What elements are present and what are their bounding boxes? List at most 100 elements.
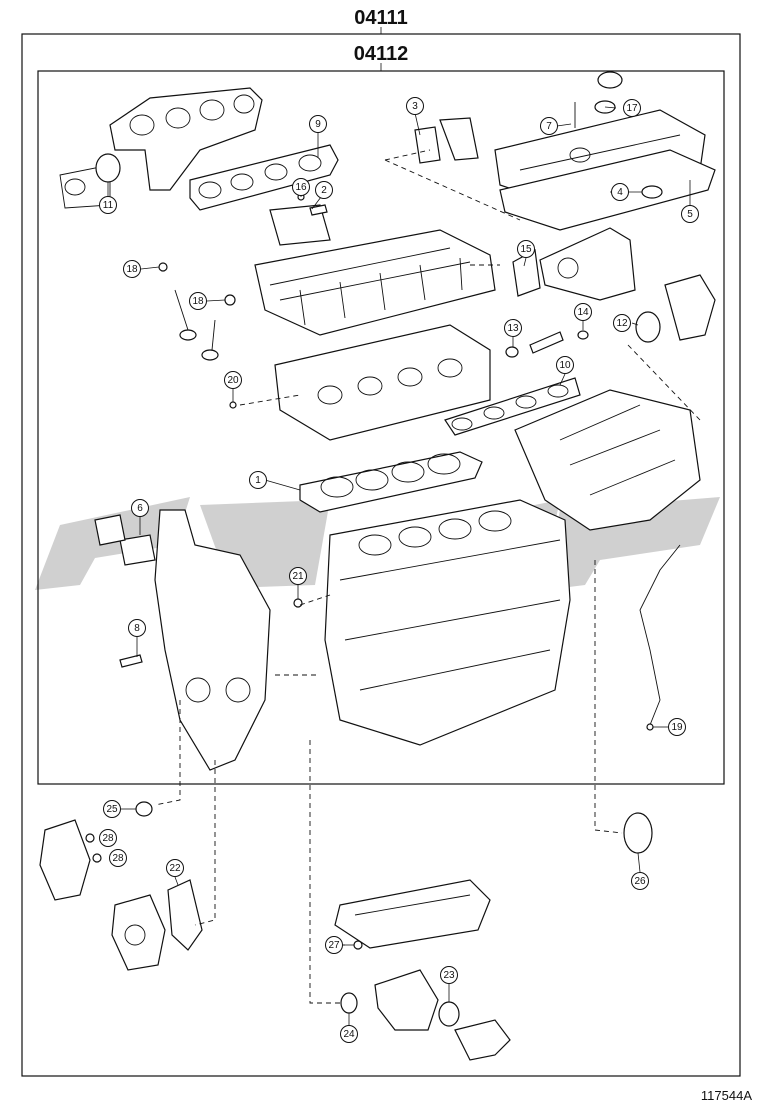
inner-kit-frame <box>37 70 725 785</box>
throttle-body <box>664 274 716 341</box>
callout-label: 25 <box>106 804 118 815</box>
callout-c27: 27 <box>325 936 343 954</box>
head-cover-gasket <box>499 149 716 231</box>
oil-filter-bracket <box>374 969 439 1031</box>
callout-label: 13 <box>507 323 519 334</box>
callout-label: 1 <box>255 475 261 486</box>
camshaft-housing <box>254 229 496 336</box>
cylinder-head <box>274 324 491 441</box>
bearing-cap-washer <box>309 204 328 216</box>
callout-circle <box>623 99 641 117</box>
callout-label: 5 <box>687 209 693 220</box>
callout-label: 3 <box>412 101 418 112</box>
plug-tube-gasket <box>641 185 663 199</box>
drain-plug-gasket <box>353 940 363 950</box>
callout-circle <box>189 292 207 310</box>
callout-circle <box>504 319 522 337</box>
callout-c13: 13 <box>504 319 522 337</box>
water-pump-gasket <box>167 879 203 951</box>
callout-circle <box>166 859 184 877</box>
callout-label: 17 <box>626 103 638 114</box>
callout-label: 11 <box>103 200 114 211</box>
callout-circle <box>325 936 343 954</box>
callout-circle <box>309 115 327 133</box>
cylinder-block <box>324 499 571 746</box>
callout-label: 2 <box>321 185 327 196</box>
callout-circle <box>613 314 631 332</box>
callout-c1: 1 <box>249 471 267 489</box>
callout-circle <box>517 240 535 258</box>
o-ring-b <box>92 853 102 863</box>
intake-air-connector <box>539 227 636 301</box>
callout-label: 10 <box>559 360 571 371</box>
callout-c26: 26 <box>631 872 649 890</box>
oil-filter-bracket-o-ring <box>340 992 358 1014</box>
oil-cooler-pipe <box>454 1019 511 1061</box>
stem-seal-b <box>224 294 236 306</box>
callout-label: 15 <box>520 244 532 255</box>
callout-circle <box>289 567 307 585</box>
callout-circle <box>103 800 121 818</box>
callout-c4: 4 <box>611 183 629 201</box>
callout-c22: 22 <box>166 859 184 877</box>
callout-c6: 6 <box>131 499 149 517</box>
intake-manifold <box>514 389 701 531</box>
valve-set <box>174 289 219 361</box>
callout-circle <box>109 849 127 867</box>
water-outlet <box>439 117 479 161</box>
callout-c15: 15 <box>517 240 535 258</box>
callout-label: 28 <box>102 833 114 844</box>
oil-filler-cap <box>597 71 623 89</box>
stem-seal-a <box>158 262 168 272</box>
callout-c11: 11 <box>99 196 117 214</box>
callout-circle <box>224 371 242 389</box>
water-inlet-housing <box>39 819 91 901</box>
callout-c5: 5 <box>681 205 699 223</box>
water-outlet-gasket <box>414 126 441 164</box>
head-o-ring <box>229 401 237 409</box>
callout-c20: 20 <box>224 371 242 389</box>
callout-c18a: 18 <box>123 260 141 278</box>
callout-c3: 3 <box>406 97 424 115</box>
oil-pan <box>334 879 491 949</box>
callout-circle <box>315 181 333 199</box>
callout-c9: 9 <box>309 115 327 133</box>
callout-c28a: 28 <box>99 829 117 847</box>
o-ring-a <box>85 833 95 843</box>
callout-c24: 24 <box>340 1025 358 1043</box>
callout-circle <box>128 619 146 637</box>
oil-cooler-gasket <box>438 1001 460 1027</box>
callout-c18b: 18 <box>189 292 207 310</box>
callout-circle <box>611 183 629 201</box>
callout-label: 7 <box>546 121 552 132</box>
callout-c10: 10 <box>556 356 574 374</box>
callout-label: 14 <box>577 307 589 318</box>
callout-circle <box>440 966 458 984</box>
callout-c12: 12 <box>613 314 631 332</box>
callout-label: 18 <box>126 264 138 275</box>
assembly-dashed-lines <box>154 149 701 1004</box>
kit-code-inner: 04112 <box>354 43 409 65</box>
water-pump <box>111 894 166 971</box>
callout-c25: 25 <box>103 800 121 818</box>
callout-label: 22 <box>169 863 181 874</box>
fuel-injector <box>529 331 564 354</box>
callout-label: 27 <box>328 940 340 951</box>
callout-c17: 17 <box>623 99 641 117</box>
rear-oil-seal <box>623 812 653 854</box>
callout-label: 4 <box>617 187 623 198</box>
timing-chain-cover <box>154 509 271 771</box>
callout-circle <box>249 471 267 489</box>
throttle-body-gasket <box>635 311 661 343</box>
callout-c28b: 28 <box>109 849 127 867</box>
callout-circle <box>99 829 117 847</box>
callout-label: 6 <box>137 503 143 514</box>
callout-label: 19 <box>671 722 683 733</box>
callout-circle <box>131 499 149 517</box>
dipstick-o-ring <box>646 723 654 731</box>
callout-circle <box>99 196 117 214</box>
callout-circle <box>406 97 424 115</box>
callout-circle <box>631 872 649 890</box>
oil-dipstick-guide <box>639 544 681 726</box>
